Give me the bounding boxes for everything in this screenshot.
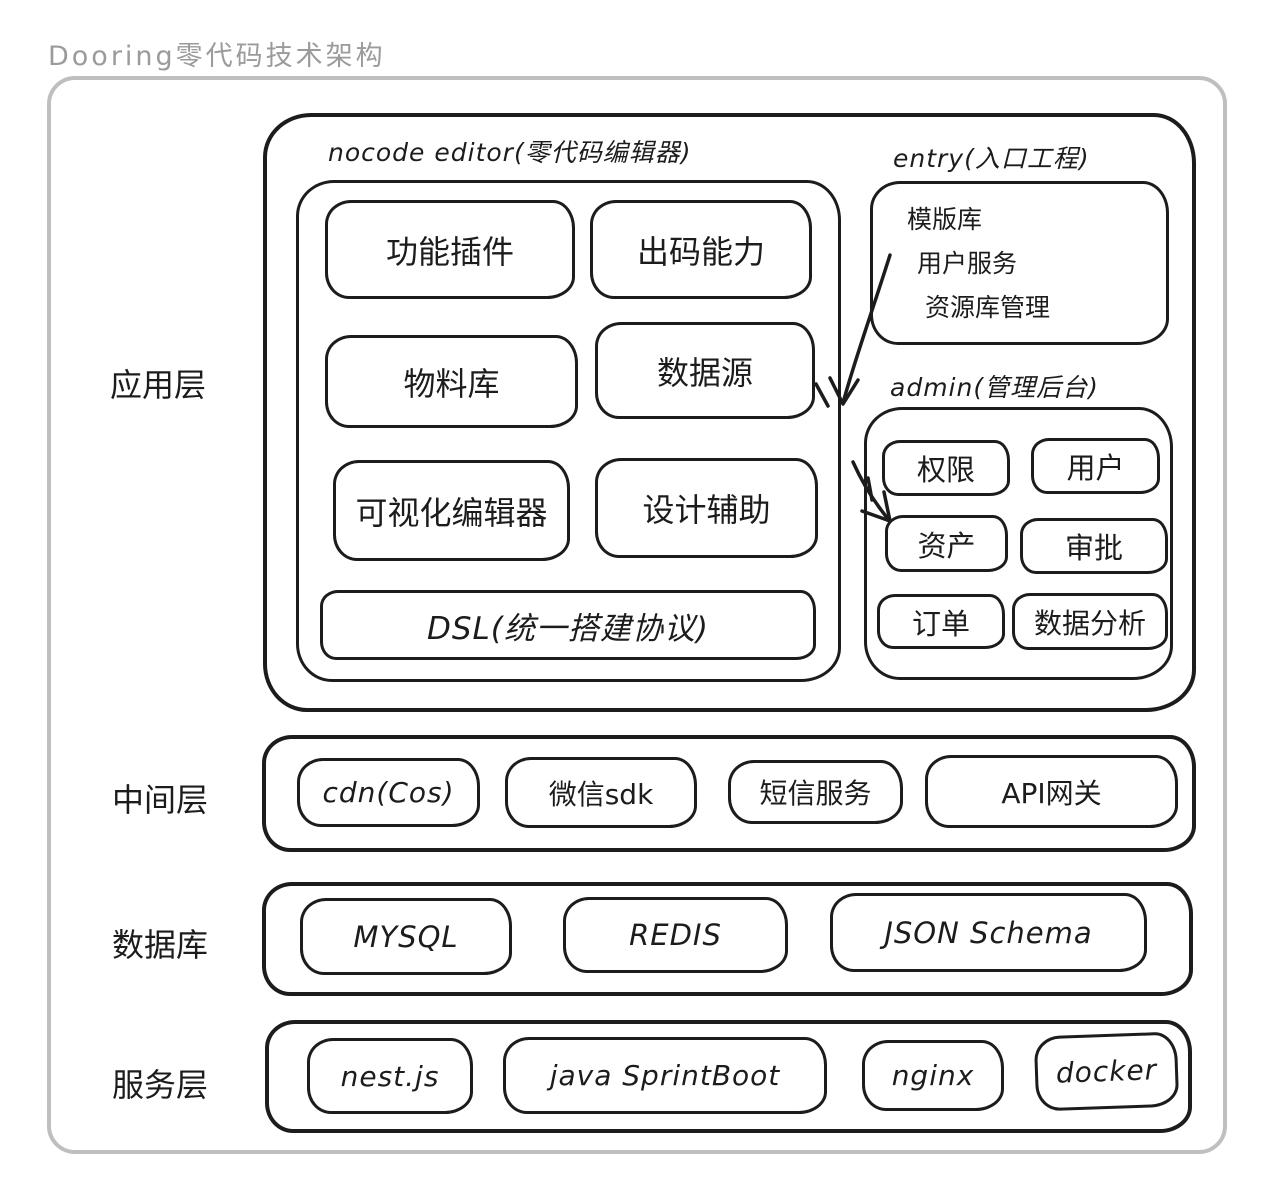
app-layer-label: 应用层 (110, 366, 207, 404)
middle-box-wechat-sdk-label: 微信sdk (548, 777, 654, 811)
admin-box-users-label: 用户 (1066, 451, 1125, 485)
middle-layer-label: 中间层 (112, 781, 209, 819)
service-layer-label: 服务层 (112, 1066, 209, 1104)
service-box-docker: docker (1033, 1031, 1180, 1112)
middle-box-sms-service: 短信服务 (728, 760, 903, 824)
admin-box-orders-label: 订单 (911, 606, 970, 641)
page-title: Dooring零代码技术架构 (48, 41, 386, 72)
box-data-source-label: 数据源 (656, 353, 753, 392)
database-box-redis: REDIS (563, 897, 788, 973)
box-material-library: 物料库 (325, 335, 578, 428)
admin-label: admin(管理后台) (890, 373, 1099, 402)
database-layer-label: 数据库 (112, 926, 209, 964)
admin-box-orders: 订单 (877, 594, 1005, 649)
middle-box-api-gateway: API网关 (925, 755, 1178, 828)
database-box-json-schema-label: JSON Schema (884, 915, 1093, 950)
nocode-editor-label: nocode editor(零代码编辑器) (328, 138, 692, 167)
entry-item-template-library: 模版库 (907, 205, 983, 234)
admin-box-permissions: 权限 (882, 440, 1010, 496)
box-material-library-label: 物料库 (403, 364, 500, 403)
admin-box-assets: 资产 (885, 515, 1008, 572)
box-feature-plugins-label: 功能插件 (385, 232, 514, 271)
entry-item-user-service: 用户服务 (917, 249, 1018, 278)
middle-box-api-gateway-label: API网关 (1001, 776, 1102, 810)
box-code-generation-label: 出码能力 (636, 232, 765, 271)
middle-box-cdn: cdn(Cos) (297, 758, 480, 827)
service-box-java-sprintboot-label: java SprintBoot (549, 1059, 781, 1092)
database-box-redis-label: REDIS (629, 918, 722, 952)
admin-box-data-analysis: 数据分析 (1012, 593, 1168, 650)
service-box-nestjs: nest.js (307, 1038, 473, 1114)
entry-container: 模版库 用户服务 资源库管理 (870, 181, 1169, 345)
middle-box-cdn-label: cdn(Cos) (322, 776, 455, 809)
box-visual-editor: 可视化编辑器 (333, 460, 570, 561)
middle-box-sms-service-label: 短信服务 (759, 777, 872, 810)
entry-item-resource-management: 资源库管理 (925, 293, 1051, 322)
admin-box-approval-label: 审批 (1064, 531, 1123, 565)
middle-box-wechat-sdk: 微信sdk (505, 757, 697, 828)
admin-box-users: 用户 (1031, 438, 1160, 494)
admin-box-assets-label: 资产 (917, 528, 976, 563)
service-box-nginx: nginx (862, 1040, 1004, 1111)
database-box-mysql: MYSQL (300, 898, 512, 975)
service-box-docker-label: docker (1055, 1053, 1158, 1090)
admin-box-permissions-label: 权限 (916, 453, 975, 487)
database-box-json-schema: JSON Schema (830, 893, 1147, 972)
box-data-source: 数据源 (595, 322, 815, 419)
box-design-assist-label: 设计辅助 (642, 491, 771, 529)
box-dsl-protocol: DSL(统一搭建协议) (320, 590, 816, 660)
service-box-nestjs-label: nest.js (340, 1059, 440, 1093)
box-code-generation: 出码能力 (590, 200, 812, 299)
service-box-java-sprintboot: java SprintBoot (503, 1037, 827, 1114)
admin-box-data-analysis-label: 数据分析 (1033, 606, 1146, 640)
box-visual-editor-label: 可视化编辑器 (355, 493, 548, 532)
box-feature-plugins: 功能插件 (325, 200, 575, 299)
box-dsl-protocol-label: DSL(统一搭建协议) (426, 610, 709, 647)
entry-label: entry(入口工程) (893, 144, 1090, 173)
box-design-assist: 设计辅助 (595, 458, 818, 558)
admin-box-approval: 审批 (1020, 518, 1168, 574)
database-box-mysql-label: MYSQL (353, 919, 459, 954)
service-box-nginx-label: nginx (891, 1059, 975, 1092)
